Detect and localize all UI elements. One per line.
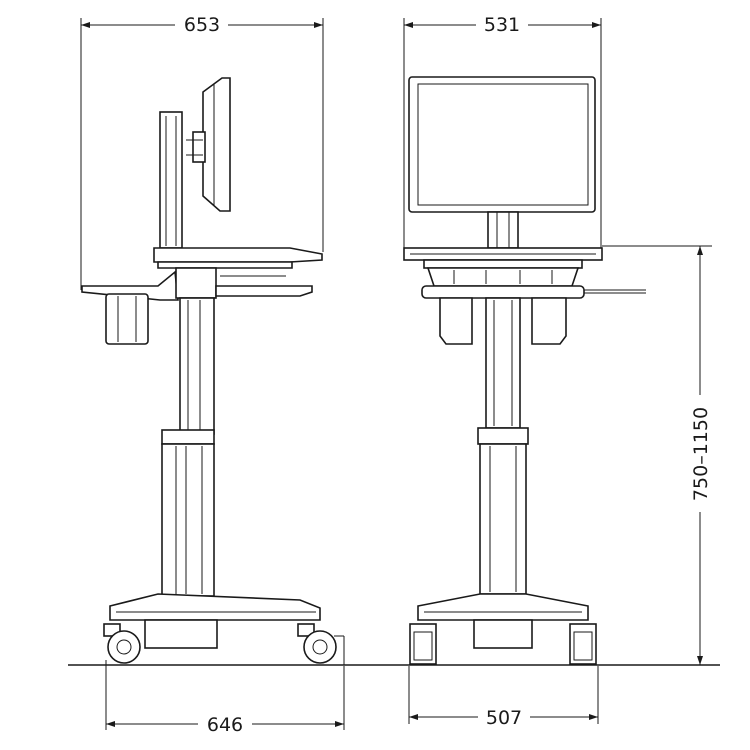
front-caster-right xyxy=(569,623,597,665)
side-base-width-label: 646 xyxy=(207,714,243,736)
front-housing xyxy=(426,267,580,287)
side-top-width-label: 653 xyxy=(184,14,220,36)
front-column xyxy=(477,297,529,595)
front-monitor xyxy=(408,76,596,249)
side-base-dimension: 646 xyxy=(105,660,345,736)
front-base xyxy=(417,593,589,649)
side-back-post xyxy=(159,111,183,249)
side-view xyxy=(81,77,345,665)
side-top-dimension: 653 xyxy=(80,14,324,290)
front-keyboard-tray xyxy=(421,285,646,299)
front-baskets xyxy=(439,297,567,345)
side-work-surface xyxy=(153,247,323,269)
front-work-surface xyxy=(403,247,603,269)
height-dimension: 750–1150 xyxy=(602,245,712,665)
side-basket xyxy=(81,270,179,345)
height-range-label: 750–1150 xyxy=(690,407,712,501)
front-top-width-label: 531 xyxy=(484,14,520,36)
front-base-dimension: 507 xyxy=(408,666,599,729)
side-monitor xyxy=(186,77,231,212)
front-top-dimension: 531 xyxy=(403,14,602,248)
side-column xyxy=(161,297,215,597)
front-view xyxy=(403,76,646,665)
side-caster-left xyxy=(103,623,141,664)
side-base xyxy=(109,593,321,649)
side-keyboard-tray xyxy=(175,267,313,299)
side-caster-right xyxy=(297,623,345,665)
front-caster-left xyxy=(409,623,437,665)
front-base-width-label: 507 xyxy=(486,707,522,729)
